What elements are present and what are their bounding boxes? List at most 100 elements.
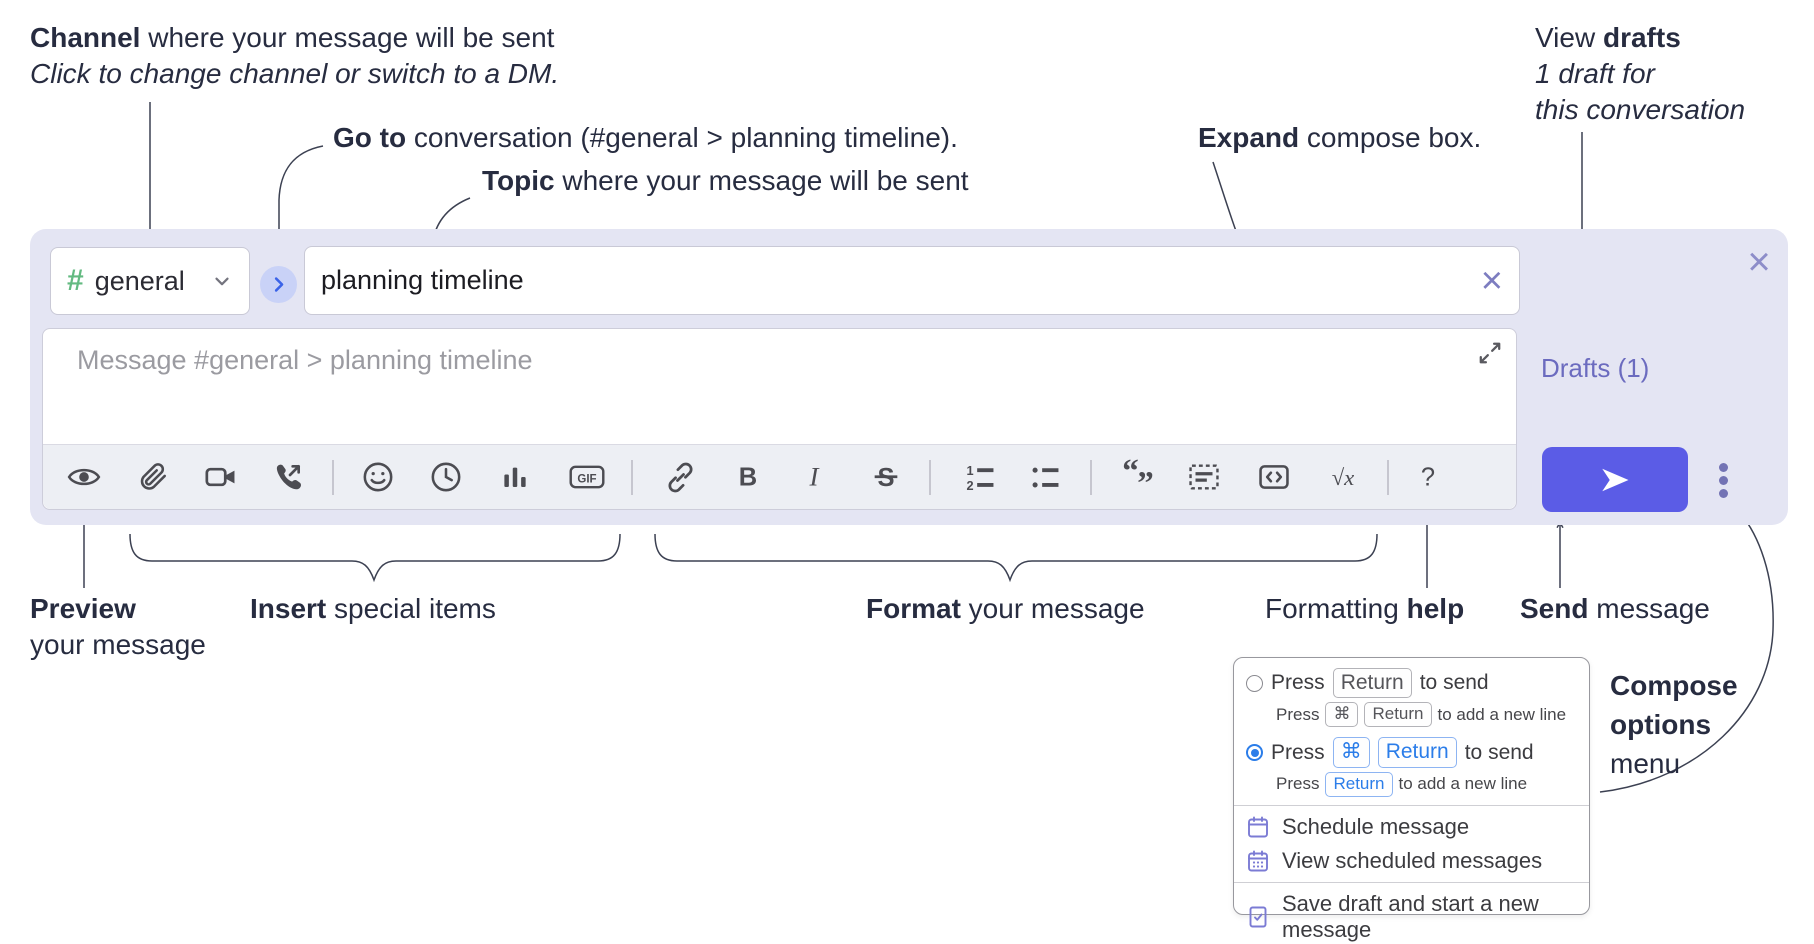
italic-button[interactable]: I [794, 457, 834, 497]
schedule-message-menu-item[interactable]: Schedule message [1234, 810, 1589, 844]
channel-name: general [94, 265, 185, 296]
formatting-help-button[interactable]: ? [1408, 457, 1448, 497]
chevron-right-icon [269, 275, 288, 294]
topic-annotation: Topic where your message will be sent [482, 165, 969, 196]
strikethrough-button[interactable]: S [866, 457, 906, 497]
message-area[interactable]: Message #general > planning timeline GIF… [42, 328, 1517, 510]
svg-text:”: ” [1137, 466, 1154, 496]
phone-call-icon [272, 461, 304, 493]
svg-text:?: ? [1421, 464, 1435, 492]
paperclip-icon [137, 461, 169, 493]
link-icon [664, 461, 697, 494]
clock-icon [429, 460, 463, 494]
drafts-link[interactable]: Drafts (1) [1541, 353, 1650, 383]
keycap: Return [1364, 702, 1432, 728]
add-global-time-button[interactable] [426, 457, 466, 497]
question-icon: ? [1411, 460, 1445, 494]
add-gif-button[interactable]: GIF [567, 457, 607, 497]
math-button[interactable]: √x [1323, 457, 1363, 497]
calendar-dots-icon [1246, 849, 1270, 873]
keycap: Return [1377, 737, 1457, 768]
italic-icon: I [797, 460, 831, 494]
popup-text: to send [1419, 671, 1489, 695]
bulleted-list-button[interactable] [1025, 457, 1065, 497]
toolbar-divider [1090, 460, 1092, 495]
svg-text:1: 1 [967, 463, 974, 478]
format-annotation: Format your message [866, 593, 1145, 624]
eye-icon [67, 460, 101, 494]
go-to-conversation-button[interactable] [260, 266, 297, 303]
smiley-icon [361, 460, 395, 494]
add-emoji-button[interactable] [358, 457, 398, 497]
channel-selector[interactable]: # general [50, 247, 250, 315]
keycap: Return [1325, 771, 1393, 797]
radio-selected[interactable] [1246, 744, 1263, 762]
strikethrough-icon: S [869, 460, 903, 494]
send-plane-icon [1597, 462, 1633, 498]
gif-icon: GIF [568, 460, 606, 494]
spoiler-icon [1187, 460, 1221, 494]
add-video-call-button[interactable] [201, 457, 241, 497]
expand-compose-icon[interactable] [1477, 340, 1503, 366]
svg-text:I: I [809, 462, 821, 492]
clear-topic-icon[interactable]: × [1480, 260, 1503, 302]
compose-options-annotation: Compose options menu [1610, 670, 1738, 779]
bold-button[interactable]: B [728, 457, 768, 497]
toolbar-divider [1387, 460, 1389, 495]
video-camera-icon [204, 460, 238, 494]
message-placeholder: Message #general > planning timeline [77, 345, 533, 375]
calendar-icon [1246, 815, 1270, 839]
code-button[interactable] [1254, 457, 1294, 497]
preview-annotation: Preview your message [30, 593, 206, 660]
toolbar-divider [929, 460, 931, 495]
topic-input[interactable]: planning timeline × [304, 246, 1520, 315]
svg-text:B: B [739, 464, 757, 492]
compose-options-menu-icon[interactable] [1715, 459, 1731, 501]
toolbar-divider [332, 460, 334, 495]
view-drafts-annotation: View drafts 1 draft for this conversatio… [1535, 22, 1746, 125]
format-brace [654, 533, 1378, 583]
spoiler-button[interactable] [1184, 457, 1224, 497]
attach-file-button[interactable] [133, 457, 173, 497]
insert-link-button[interactable] [660, 457, 700, 497]
close-compose-icon[interactable]: × [1747, 240, 1771, 284]
radio-unselected[interactable] [1246, 674, 1263, 692]
svg-text:S: S [877, 464, 894, 492]
send-annotation: Send message [1520, 593, 1710, 624]
view-scheduled-messages-menu-item[interactable]: View scheduled messages [1234, 844, 1589, 878]
toolbar-divider [631, 460, 633, 495]
popup-text: to add a new line [1437, 704, 1567, 724]
goto-arrow [279, 145, 324, 240]
save-draft-and-start-a-new-message-menu-item[interactable]: Save draft and start a new message [1234, 887, 1589, 944]
menu-item-label: Schedule message [1282, 813, 1470, 839]
popup-text: to add a new line [1398, 774, 1528, 794]
insert-brace [129, 533, 621, 583]
menu-item-label: Save draft and start a new message [1282, 890, 1539, 942]
keycap: Return [1332, 668, 1412, 699]
preview-button[interactable] [64, 457, 104, 497]
svg-text:√x: √x [1332, 465, 1355, 490]
send-button[interactable] [1542, 447, 1688, 512]
add-voice-call-button[interactable] [268, 457, 308, 497]
save-draft-icon [1246, 905, 1270, 929]
menu-item-label: View scheduled messages [1282, 847, 1543, 873]
code-icon [1256, 460, 1292, 494]
popup-text: Press [1276, 774, 1320, 794]
keycap: ⌘ [1332, 737, 1370, 768]
svg-text:2: 2 [967, 478, 974, 493]
chevron-down-icon [211, 270, 233, 292]
insert-annotation: Insert special items [250, 593, 496, 624]
svg-text:“: “ [1122, 459, 1139, 490]
expand-annotation: Expand compose box. [1198, 122, 1482, 153]
quote-button[interactable]: “” [1118, 457, 1158, 497]
add-poll-button[interactable] [495, 457, 535, 497]
keycap: ⌘ [1325, 702, 1359, 728]
popup-text: Press [1271, 740, 1325, 764]
popup-text: Press [1276, 704, 1320, 724]
